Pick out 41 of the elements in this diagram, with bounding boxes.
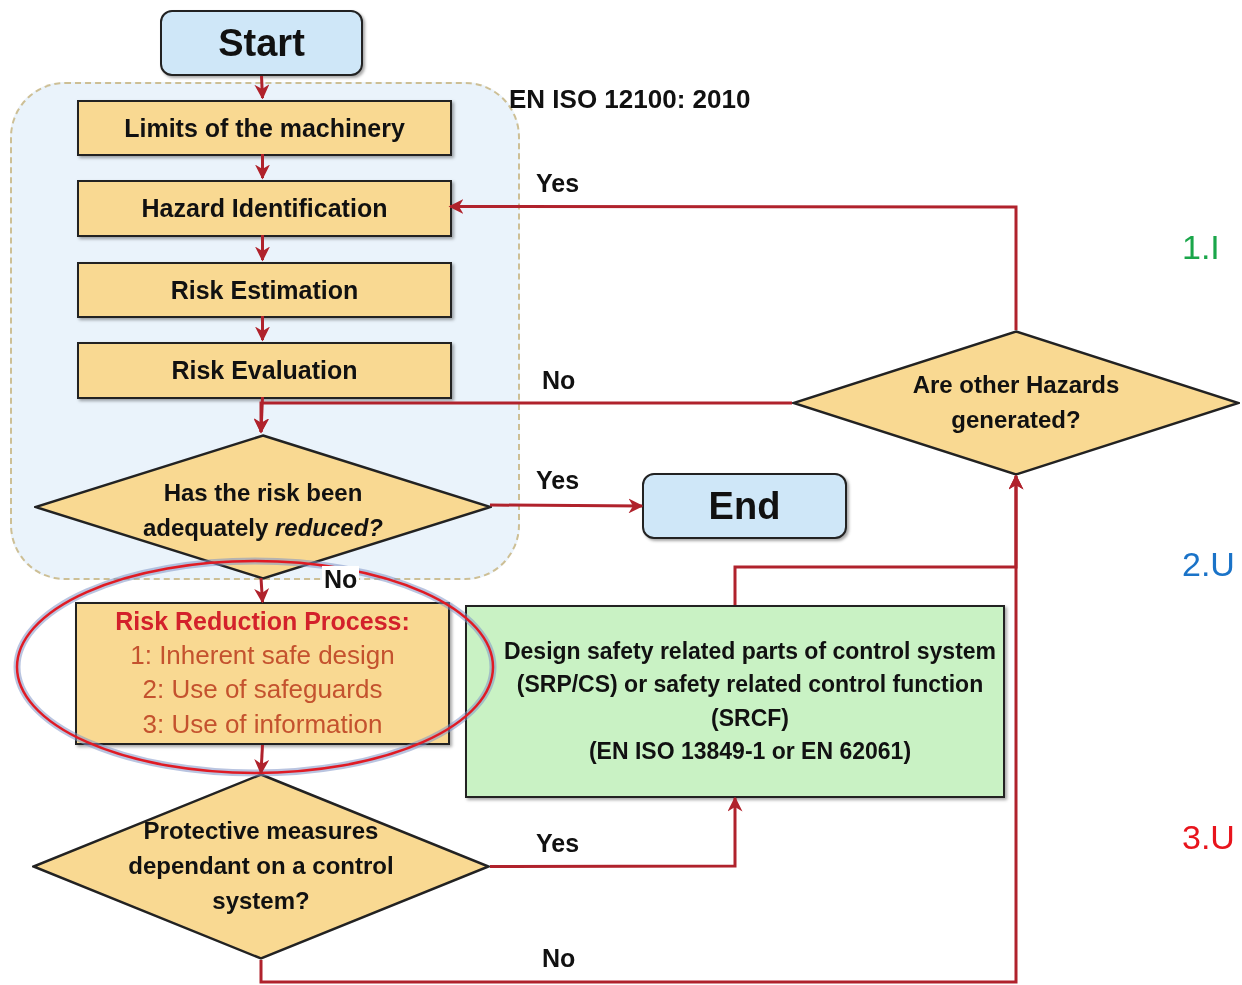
process-box [465, 605, 1005, 798]
process-box [75, 602, 450, 745]
process-heading: Risk Reduction Process: [115, 607, 410, 637]
process-box [77, 180, 452, 237]
arrow [254, 744, 270, 775]
process-step: 1: Inherent safe design [130, 639, 395, 671]
list-item-label: 3.U [1182, 818, 1235, 857]
process-step: 2: Use of safeguards [142, 674, 383, 706]
process-label: Hazard Identification [141, 194, 388, 223]
process-label: Risk Evaluation [171, 356, 358, 385]
arrow [255, 316, 270, 342]
standard-heading: EN ISO 12100: 2010 [509, 84, 751, 115]
arrow [254, 396, 270, 434]
start-terminal [160, 10, 363, 76]
arrow [490, 498, 644, 514]
process-label: Design safety related parts of control system (SRP/CS) or safety related control function (SRCF) [502, 636, 998, 733]
terminal-label: End [708, 484, 781, 528]
arrow [448, 199, 1018, 330]
decision-diamond [792, 330, 1240, 476]
decision-label: Are other Hazards generated? [911, 370, 1121, 435]
arrow [255, 235, 270, 262]
arrow [253, 401, 792, 434]
list-item-label: 1.I [1182, 228, 1220, 267]
arrow [490, 796, 743, 868]
process-label: (EN ISO 13849-1 or EN 62061) [588, 736, 912, 766]
arrow [254, 75, 270, 100]
decision-diamond [32, 773, 490, 960]
process-box [77, 100, 452, 156]
process-label: Limits of the machinery [124, 113, 405, 143]
decision-label: Protective measures dependant on a control system? [127, 816, 395, 916]
process-label: Risk Estimation [170, 275, 359, 305]
process-box [77, 262, 452, 318]
process-step: 3: Use of information [142, 708, 383, 740]
end-terminal [642, 473, 847, 539]
terminal-label: Start [218, 21, 305, 65]
arrow [733, 474, 1024, 605]
process-box [77, 342, 452, 399]
decision-label: Has the risk been adequately reduced? [141, 478, 385, 543]
arrow [255, 154, 270, 180]
arrow [254, 577, 270, 604]
list-item-label: 2.U [1182, 545, 1235, 584]
